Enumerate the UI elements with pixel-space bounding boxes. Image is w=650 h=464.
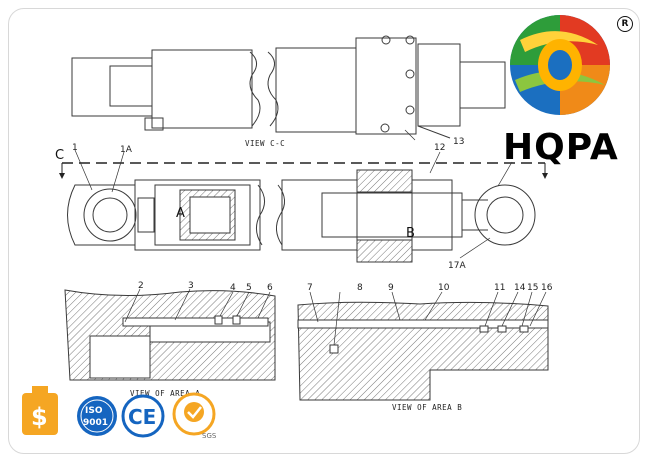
callout-6: 6: [267, 283, 273, 293]
brand-wordmark: HQPA: [503, 127, 619, 168]
section-line-cc: [59, 162, 548, 179]
view-cc-drawing: [71, 35, 506, 139]
callout-13: 13: [453, 137, 464, 147]
section-marker-label: C: [55, 148, 64, 163]
callout-11: 11: [494, 283, 505, 293]
callout-14: 14: [514, 283, 526, 293]
view-area-a-label: VIEW OF AREA A: [130, 389, 200, 398]
area-b-detail: [297, 301, 549, 401]
cylinder-section-drawing: [67, 169, 536, 263]
svg-text:9001: 9001: [83, 418, 108, 428]
area-a-letter: A: [176, 206, 185, 221]
svg-text:CE: CE: [128, 405, 156, 429]
callout-12: 12: [434, 143, 445, 153]
area-a-detail: [64, 289, 276, 381]
svg-text:$: $: [31, 403, 48, 431]
dollar-tag-icon: $: [22, 386, 58, 435]
registered-mark-icon: R: [617, 16, 633, 32]
callout-3: 3: [188, 281, 194, 291]
callout-1a: 1A: [120, 145, 133, 155]
brand-globe-icon: [510, 15, 610, 115]
iso-9001-badge-icon: ISO 9001: [77, 396, 117, 436]
svg-text:SGS: SGS: [202, 432, 217, 440]
image-frame: [8, 8, 640, 454]
leader-lines: [74, 129, 547, 346]
callout-15: 15: [527, 283, 538, 293]
callout-1: 1: [72, 143, 78, 153]
callout-9: 9: [388, 283, 394, 293]
ce-mark-icon: CE: [121, 394, 165, 438]
callout-7: 7: [307, 283, 313, 293]
area-b-letter: B: [406, 226, 415, 241]
callout-17a: 17A: [448, 261, 466, 271]
sgs-badge-icon: SGS: [172, 392, 217, 440]
callout-10: 10: [438, 283, 450, 293]
view-cc-label: VIEW C-C: [245, 139, 285, 148]
callout-8: 8: [357, 283, 363, 293]
callout-2: 2: [138, 281, 144, 291]
view-area-b-label: VIEW OF AREA B: [392, 403, 462, 412]
callout-5: 5: [246, 283, 252, 293]
svg-text:ISO: ISO: [85, 406, 103, 416]
callout-4: 4: [230, 283, 236, 293]
callout-16: 16: [541, 283, 553, 293]
